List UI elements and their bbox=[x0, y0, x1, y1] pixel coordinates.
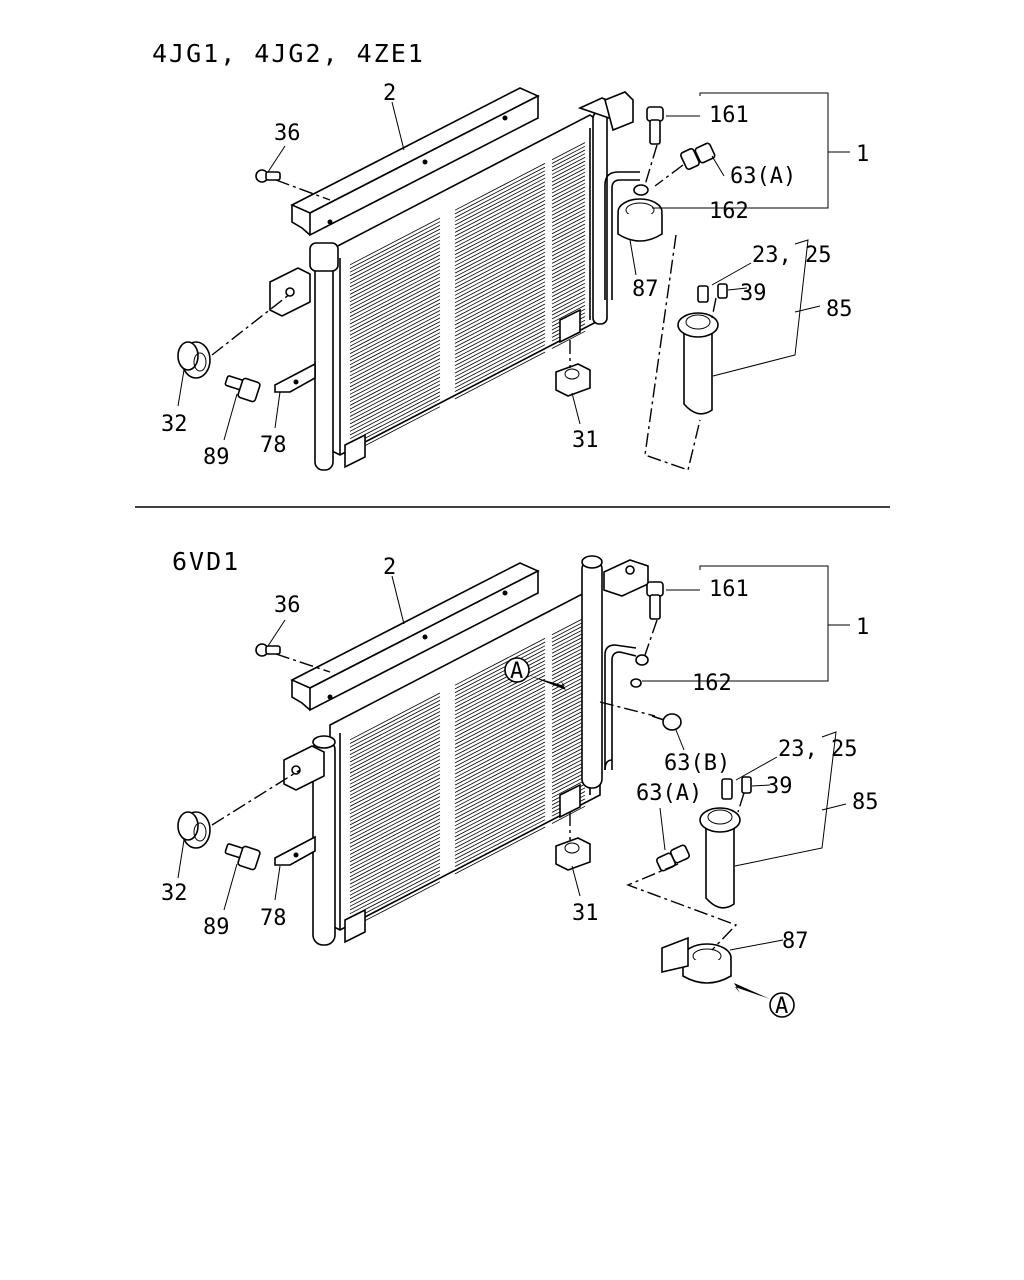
label-2: 2 bbox=[383, 81, 396, 106]
condenser bbox=[269, 91, 640, 471]
assembly-lines bbox=[211, 619, 745, 951]
label-2: 2 bbox=[383, 555, 396, 580]
reference-a-bottom bbox=[734, 983, 795, 1018]
label-32: 32 bbox=[161, 412, 188, 437]
rubber-mount bbox=[555, 363, 591, 397]
label-89: 89 bbox=[203, 915, 230, 940]
label-39: 39 bbox=[740, 281, 767, 306]
o-ring-162 bbox=[630, 654, 649, 688]
label-162: 162 bbox=[709, 199, 749, 224]
section-top: 4JG1, 4JG2, 4ZE1 bbox=[152, 39, 869, 471]
section-title: 4JG1, 4JG2, 4ZE1 bbox=[152, 39, 425, 68]
assembly-lines bbox=[211, 144, 717, 471]
label-1: 1 bbox=[856, 142, 869, 167]
section-bottom: 6VD1 bbox=[161, 547, 879, 1019]
label-23-25: 23, 25 bbox=[752, 243, 831, 268]
bolt-161 bbox=[646, 581, 664, 620]
label-85: 85 bbox=[826, 297, 853, 322]
leader-lines bbox=[177, 565, 850, 951]
bolt-63a bbox=[680, 142, 716, 170]
reference-a-top bbox=[504, 657, 566, 690]
label-63a: 63(A) bbox=[730, 164, 796, 189]
label-36: 36 bbox=[274, 593, 301, 618]
screw-36 bbox=[255, 169, 281, 183]
rubber-bush bbox=[177, 811, 211, 849]
bolt-161 bbox=[646, 106, 664, 145]
label-32: 32 bbox=[161, 881, 188, 906]
rubber-mount bbox=[555, 837, 591, 871]
label-89: 89 bbox=[203, 445, 230, 470]
label-161: 161 bbox=[709, 577, 749, 602]
label-31: 31 bbox=[572, 901, 599, 926]
section-title: 6VD1 bbox=[172, 547, 240, 576]
screw-36 bbox=[255, 643, 281, 657]
label-39: 39 bbox=[766, 774, 793, 799]
receiver-drier bbox=[677, 283, 728, 415]
label-85: 85 bbox=[852, 790, 879, 815]
label-162: 162 bbox=[692, 671, 732, 696]
condenser bbox=[283, 555, 649, 946]
screw-63b bbox=[651, 713, 682, 731]
label-78: 78 bbox=[260, 433, 287, 458]
bolt-89 bbox=[224, 843, 261, 871]
label-ref-a: A bbox=[510, 659, 523, 684]
label-63b: 63(B) bbox=[664, 751, 730, 776]
label-1: 1 bbox=[856, 615, 869, 640]
label-36: 36 bbox=[274, 121, 301, 146]
receiver-drier bbox=[699, 776, 752, 909]
lower-plate bbox=[274, 362, 316, 393]
label-23-25: 23, 25 bbox=[778, 737, 857, 762]
label-31: 31 bbox=[572, 428, 599, 453]
leader-lines bbox=[177, 92, 850, 441]
clamp-87 bbox=[661, 936, 732, 984]
label-63a: 63(A) bbox=[636, 781, 702, 806]
bolt-89 bbox=[224, 375, 261, 403]
lower-plate bbox=[274, 835, 316, 866]
label-87: 87 bbox=[632, 277, 659, 302]
label-87: 87 bbox=[782, 929, 809, 954]
upper-bracket bbox=[290, 87, 540, 237]
clamp-87 bbox=[617, 184, 663, 242]
label-78: 78 bbox=[260, 906, 287, 931]
upper-bracket bbox=[290, 562, 540, 712]
label-ref-a: A bbox=[775, 994, 788, 1019]
bolt-63a bbox=[655, 844, 691, 872]
label-161: 161 bbox=[709, 103, 749, 128]
rubber-bush bbox=[177, 341, 211, 379]
